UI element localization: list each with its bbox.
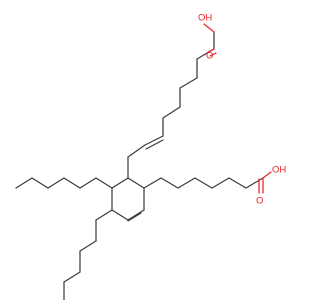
top-hydroxyl-label: OH (198, 13, 212, 24)
right-acid-chain (143, 171, 272, 194)
chemical-structure-diagram: OH O OH O (15, 13, 286, 300)
upper-alkenyl-acid-chain (127, 23, 217, 179)
right-hydroxyl-label: OH (272, 165, 286, 176)
lower-hexyl-chain (63, 209, 113, 300)
top-carbonyl-oxygen-label: O (206, 51, 213, 62)
upper-hexyl-chain (15, 177, 113, 189)
right-carbonyl-oxygen-label: O (256, 196, 263, 207)
cyclohexene-ring (111, 177, 145, 222)
